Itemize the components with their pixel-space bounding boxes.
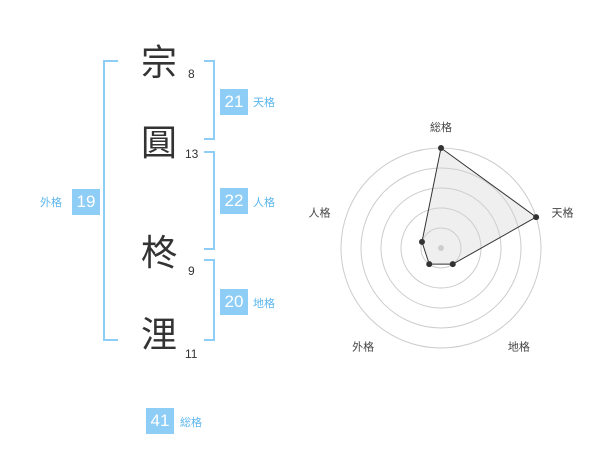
radar-axis-label: 地格 xyxy=(508,340,530,354)
jinkaku-bracket xyxy=(204,151,215,250)
radar-point-5 xyxy=(418,238,425,245)
name-char-2-strokes: 13 xyxy=(185,147,199,161)
radar-data-polygon xyxy=(421,147,538,265)
chikaku-value: 20 xyxy=(220,289,248,315)
gaikaku-bracket xyxy=(103,60,118,341)
gaikaku-value: 19 xyxy=(72,189,100,215)
tenkaku-label: 天格 xyxy=(253,96,275,109)
name-char-2: 圓 xyxy=(141,123,178,164)
jinkaku-value: 22 xyxy=(220,188,248,214)
chikaku-label: 地格 xyxy=(253,297,275,310)
soukaku-label: 総格 xyxy=(180,416,202,429)
chikaku-bracket xyxy=(204,259,215,341)
radar-center-dot xyxy=(438,245,444,251)
gaikaku-label: 外格 xyxy=(40,196,62,209)
kaku-brackets xyxy=(103,60,215,341)
radar-axis-label: 総格 xyxy=(430,120,452,134)
name-char-1: 宗 xyxy=(141,43,178,84)
jinkaku-label: 人格 xyxy=(253,196,275,209)
radar-point-3 xyxy=(449,261,456,268)
name-char-1-strokes: 8 xyxy=(188,67,195,81)
radar-point-1 xyxy=(438,145,444,151)
radar-ring-3 xyxy=(380,187,502,309)
radar-axis-label: 人格 xyxy=(308,205,330,219)
tenkaku-value: 21 xyxy=(220,89,248,115)
radar-axis-label: 外格 xyxy=(352,340,374,354)
name-char-4-strokes: 11 xyxy=(185,347,198,361)
radar-axis-label: 天格 xyxy=(552,205,574,219)
name-char-3-strokes: 9 xyxy=(188,264,195,278)
radar-point-2 xyxy=(533,214,540,221)
name-char-4: 浬 xyxy=(141,315,178,356)
radar-ring-1 xyxy=(420,227,462,269)
radar-point-4 xyxy=(426,261,433,268)
soukaku-value: 41 xyxy=(146,408,174,434)
radar-ring-4 xyxy=(360,167,522,329)
tenkaku-bracket xyxy=(204,60,215,140)
name-char-3: 柊 xyxy=(141,233,178,274)
